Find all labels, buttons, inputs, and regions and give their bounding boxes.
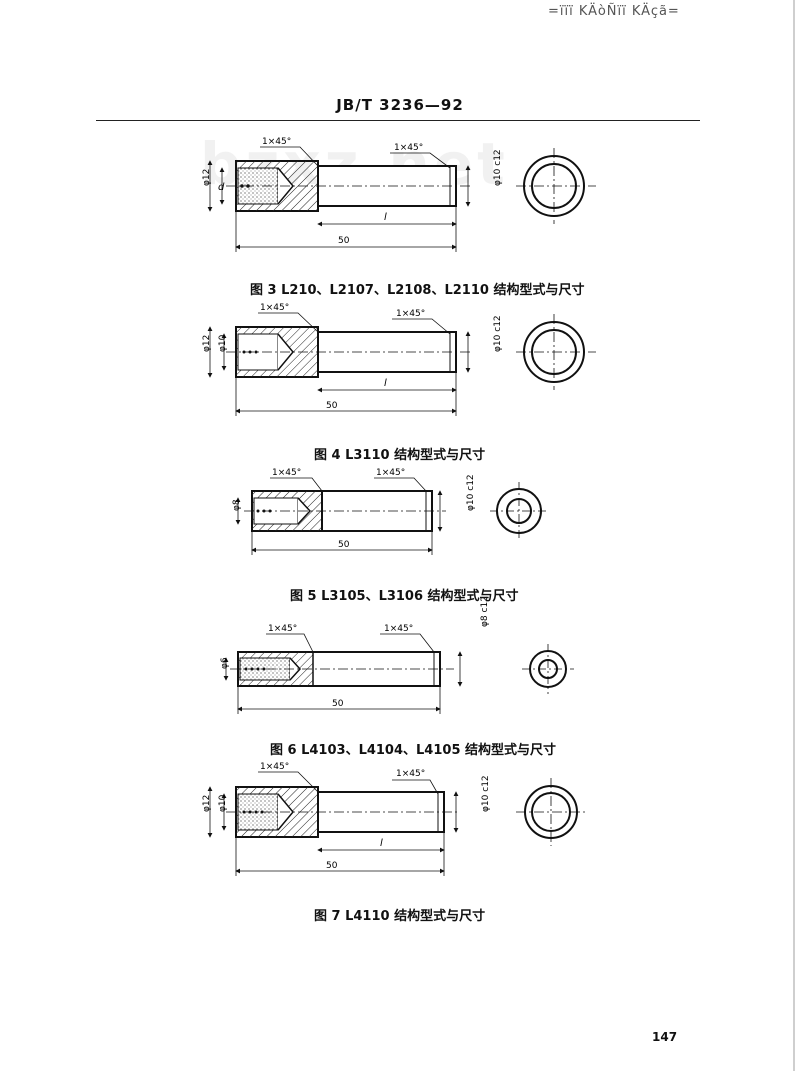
fig7-length: 50: [326, 861, 338, 871]
fig4-chamfer-left: 1×45°: [260, 303, 289, 313]
figure-6-caption: 图 6 L4103、L4104、L4105 结构型式与尺寸: [270, 743, 557, 758]
fig3-length: 50: [338, 236, 350, 246]
fig7-chamfer-left: 1×45°: [260, 762, 289, 772]
fig4-dia-inner: φ10: [218, 334, 228, 352]
figure-4-drawing: [207, 312, 596, 416]
fig4-dia-outer: φ12: [202, 335, 212, 352]
fig7-shank-length: l: [380, 838, 383, 849]
fig7-dia-shank: φ10 c12: [481, 775, 491, 812]
fig7-dia-outer: φ12: [202, 795, 212, 812]
fig3-dia-inner: d: [218, 182, 225, 193]
fig7-dia-inner: φ10: [218, 794, 228, 812]
fig7-chamfer-right: 1×45°: [396, 769, 425, 779]
fig3-shank-length: l: [384, 212, 387, 223]
fig3-chamfer-left: 1×45°: [262, 137, 291, 147]
figure-3-caption: 图 3 L210、L2107、L2108、L2110 结构型式与尺寸: [250, 283, 585, 298]
fig5-chamfer-left: 1×45°: [272, 468, 301, 478]
figure-3-drawing: [207, 146, 596, 252]
fig4-chamfer-right: 1×45°: [396, 309, 425, 319]
top-mark: =ïïï KÄòÑïï KÄçã=: [548, 4, 680, 19]
figure-5-caption: 图 5 L3105、L3106 结构型式与尺寸: [290, 589, 519, 604]
fig3-dia-shank: φ10 c12: [493, 149, 503, 186]
fig3-chamfer-right: 1×45°: [394, 143, 423, 153]
fig5-dia-shank: φ10 c12: [466, 474, 476, 511]
figure-5-drawing: [235, 477, 548, 555]
figure-7-caption: 图 7 L4110 结构型式与尺寸: [314, 909, 486, 924]
fig6-dia-outer: φ6: [220, 657, 230, 669]
fig4-length: 50: [326, 401, 338, 411]
fig5-length: 50: [338, 540, 350, 550]
fig6-chamfer-right: 1×45°: [384, 624, 413, 634]
fig4-dia-shank: φ10 c12: [493, 315, 503, 352]
fig6-dia-shank: φ8 c12: [480, 596, 490, 627]
fig4-shank-length: l: [384, 378, 387, 389]
fig5-chamfer-right: 1×45°: [376, 468, 405, 478]
page-number: 147: [652, 1030, 678, 1044]
figure-6-drawing: [223, 633, 574, 714]
figure-7-drawing: [207, 771, 586, 876]
fig6-chamfer-left: 1×45°: [268, 624, 297, 634]
page-edge-line: [793, 0, 795, 1071]
fig3-dia-outer: φ12: [202, 169, 212, 186]
header-rule: [96, 120, 700, 121]
figure-4-caption: 图 4 L3110 结构型式与尺寸: [314, 448, 486, 463]
fig6-length: 50: [332, 699, 344, 709]
fig5-dia-outer: φ8: [232, 499, 242, 511]
page-header: JB/T 3236—92: [336, 96, 464, 114]
